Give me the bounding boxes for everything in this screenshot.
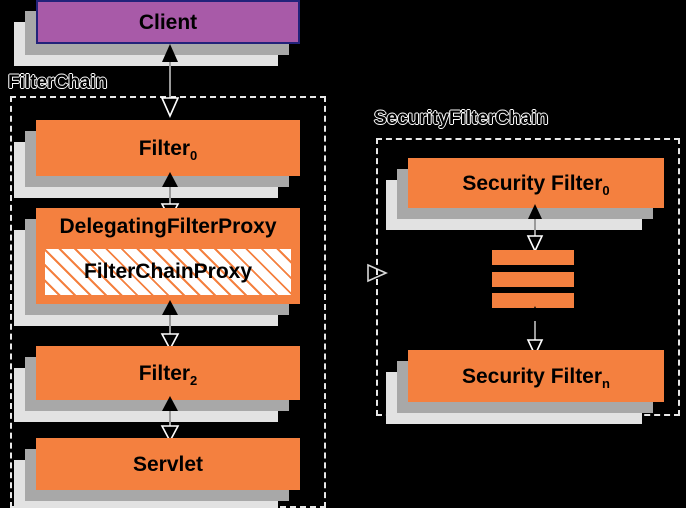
filter0-label-text: Filter xyxy=(138,136,191,160)
security-filter0-label-text: Security Filter xyxy=(462,171,603,195)
filter2-face: Filter2 xyxy=(36,346,300,400)
node-filter-0[interactable]: Filter0 xyxy=(14,120,300,198)
filter2-label-text: Filter xyxy=(138,361,191,385)
node-delegating-filter-proxy[interactable]: DelegatingFilterProxy FilterChainProxy xyxy=(14,208,300,326)
dfp-face: DelegatingFilterProxy FilterChainProxy xyxy=(36,208,300,304)
security-filtern-face: Security Filtern xyxy=(408,350,664,402)
filter-chain-proxy-label: FilterChainProxy xyxy=(83,260,253,283)
security-filter0-face: Security Filter0 xyxy=(408,158,664,208)
node-client[interactable]: Client xyxy=(14,0,300,66)
ellipsis-bar-1 xyxy=(492,250,574,265)
node-filter-2[interactable]: Filter2 xyxy=(14,346,300,422)
node-security-filter-n[interactable]: Security Filtern xyxy=(386,350,664,424)
security-filtern-label-text: Security Filter xyxy=(461,364,603,388)
node-filter-chain-proxy[interactable]: FilterChainProxy xyxy=(43,247,293,297)
filter-chain-group-label: FilterChain xyxy=(7,71,108,93)
node-security-filter-0[interactable]: Security Filter0 xyxy=(386,158,664,230)
filter2-label-subscript: 2 xyxy=(190,372,198,388)
arrow-security-filtern-bars xyxy=(526,306,544,356)
security-filter-chain-group-label: SecurityFilterChain xyxy=(373,107,549,129)
security-filter0-label: Security Filter0 xyxy=(462,171,609,197)
filter0-label: Filter0 xyxy=(138,136,198,162)
client-face: Client xyxy=(36,0,300,44)
delegating-filter-proxy-label: DelegatingFilterProxy xyxy=(59,215,277,238)
filter0-label-subscript: 0 xyxy=(190,147,198,163)
arrow-filter2-dfp xyxy=(160,300,180,350)
ellipsis-bar-3 xyxy=(492,293,574,308)
security-filter0-label-subscript: 0 xyxy=(602,182,610,198)
servlet-face: Servlet xyxy=(36,438,300,490)
security-filtern-label-subscript: n xyxy=(602,375,610,391)
arrow-filter0-client xyxy=(160,44,180,118)
filter2-label: Filter2 xyxy=(138,361,198,387)
node-servlet[interactable]: Servlet xyxy=(14,438,300,508)
ellipsis-bar-2 xyxy=(492,272,574,287)
security-filtern-label: Security Filtern xyxy=(461,364,610,390)
filter0-face: Filter0 xyxy=(36,120,300,176)
client-label: Client xyxy=(138,10,198,34)
arrow-bars-security-filter0 xyxy=(526,204,544,252)
arrow-servlet-filter2 xyxy=(160,396,180,442)
servlet-label: Servlet xyxy=(132,452,204,476)
